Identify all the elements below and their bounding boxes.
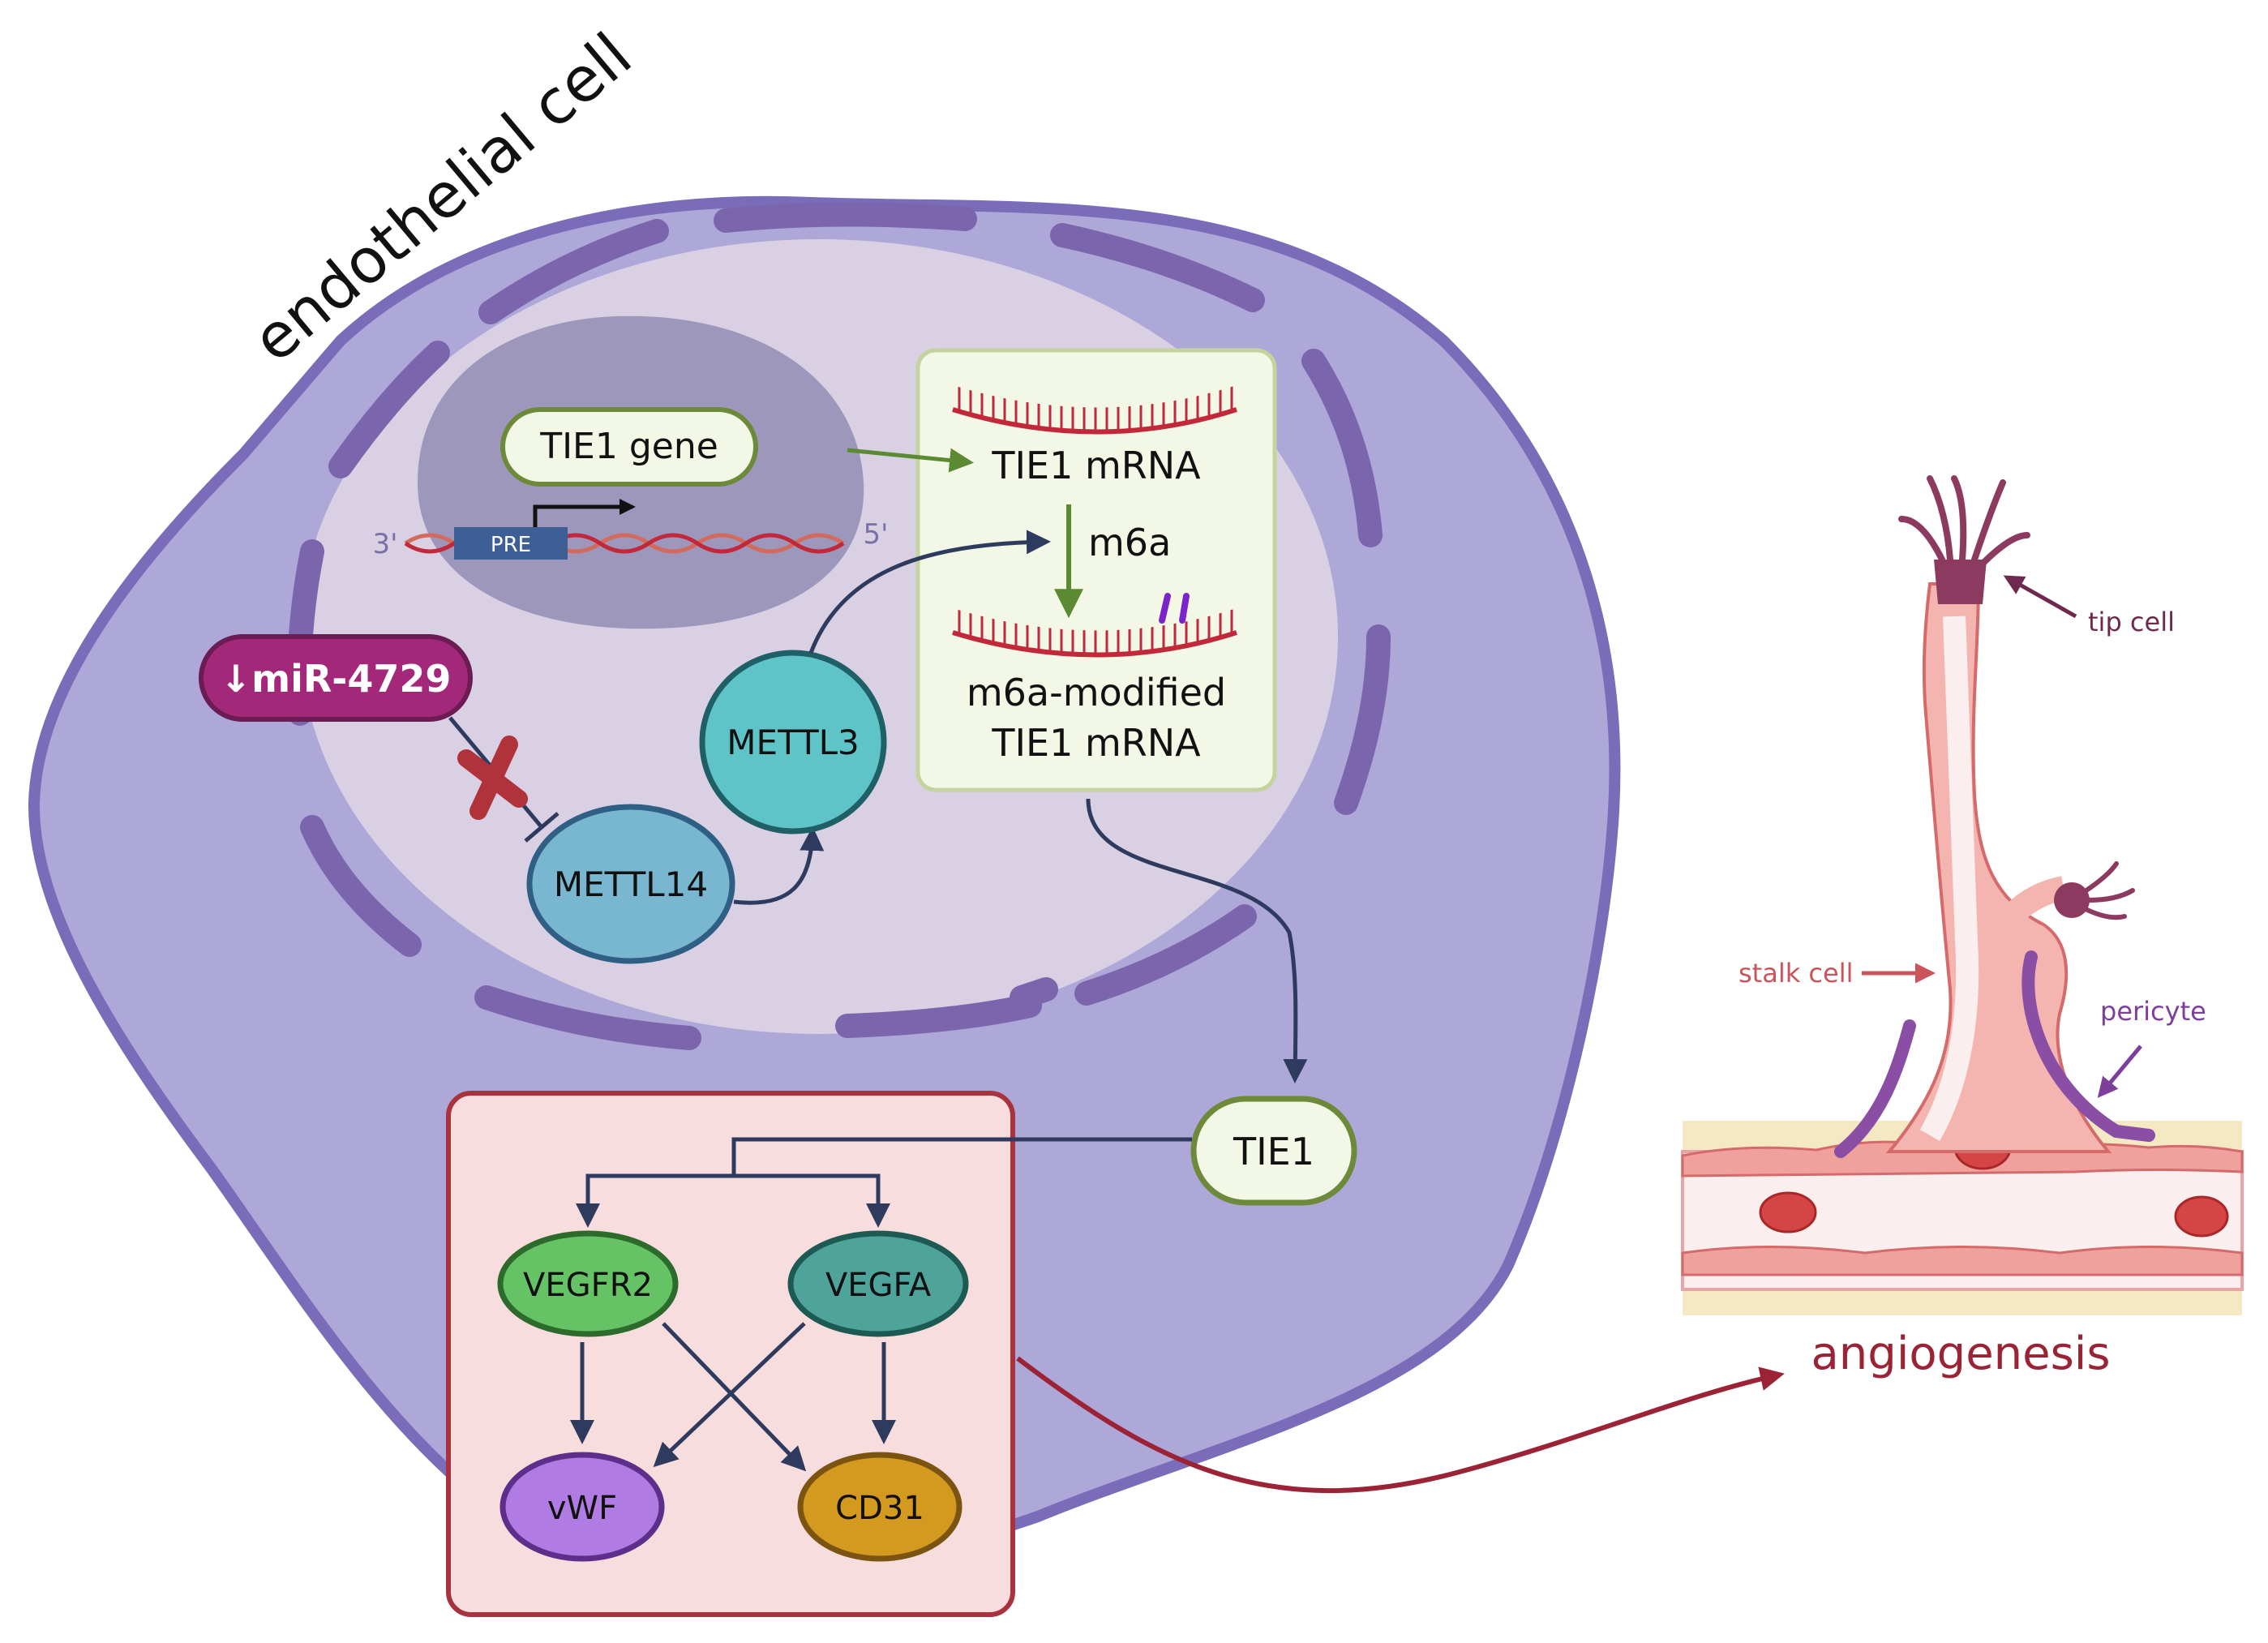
mrna-export-arrow [1086, 798, 1308, 1083]
modified-mrna-label-line1: m6a-modified [967, 671, 1226, 714]
modified-mrna-ticks [953, 608, 1237, 655]
pre-label: PRE [491, 533, 531, 557]
nuclear-envelope [287, 202, 1391, 1050]
tie1-node [1190, 1096, 1357, 1206]
modified-mrna-label-line2: TIE1 mRNA [991, 721, 1201, 765]
mettl14-to-mettl3-arrow [733, 826, 825, 905]
tie1-mrna-label: TIE1 mRNA [991, 444, 1201, 487]
vegfa-node [787, 1230, 969, 1337]
tie1-gene-label: TIE1 gene [539, 426, 718, 467]
cd31-label: CD31 [835, 1490, 924, 1527]
vegfa-to-vwf-arrow [653, 1322, 806, 1468]
mettl3-node [699, 650, 887, 834]
pre-box [454, 527, 568, 560]
transcription-arrow [847, 448, 974, 473]
dna-3prime-label: 3' [373, 528, 398, 560]
tie1-branch-line [731, 1137, 1192, 1176]
inhibition-bar [524, 812, 559, 843]
vegfr2-to-cd31-arrow [662, 1322, 807, 1472]
vwf-label: vWF [547, 1490, 617, 1527]
stalk-cell-label: stalk cell [1739, 958, 1853, 989]
tie1-to-vegfr2-arrow [576, 1173, 734, 1228]
tie1-mrna-ticks [953, 385, 1237, 432]
vwf-node [499, 1452, 665, 1562]
tip-cell-label: tip cell [2088, 607, 2175, 637]
mettl14-label: METTL14 [554, 864, 708, 904]
vegfr2-node [497, 1230, 679, 1337]
mettl14-node [526, 804, 735, 964]
pericyte-label: pericyte [2100, 996, 2206, 1027]
angiogenesis-arrow [1016, 1356, 1785, 1494]
blocked-x-icon [457, 736, 528, 820]
blood-vessel-illustration [1681, 475, 2244, 1315]
vegfr2-label: VEGFR2 [523, 1267, 653, 1304]
angiogenesis-label: angiogenesis [1811, 1328, 2110, 1380]
transcription-start-arrow [533, 499, 636, 527]
mir-4729-pill [199, 634, 473, 722]
mrna-processing-box [915, 348, 1277, 792]
mir-4729-label: ↓miR-4729 [221, 657, 452, 701]
m6a-label: m6a [1088, 521, 1171, 564]
pericyte-pointer [2097, 1045, 2142, 1098]
m6a-mark [1159, 593, 1190, 624]
mettl3-to-m6a-arrow [808, 530, 1051, 654]
mettl3-label: METTL3 [727, 723, 859, 762]
tie1-to-vegfa-arrow [734, 1173, 890, 1228]
dna-5prime-label: 5' [864, 518, 889, 551]
vegfa-label: VEGFA [825, 1267, 932, 1304]
cd31-node [797, 1452, 963, 1562]
tie1-label: TIE1 [1233, 1130, 1314, 1173]
tie1-gene-pill [500, 407, 758, 487]
tip-cell-pointer [2003, 575, 2077, 619]
